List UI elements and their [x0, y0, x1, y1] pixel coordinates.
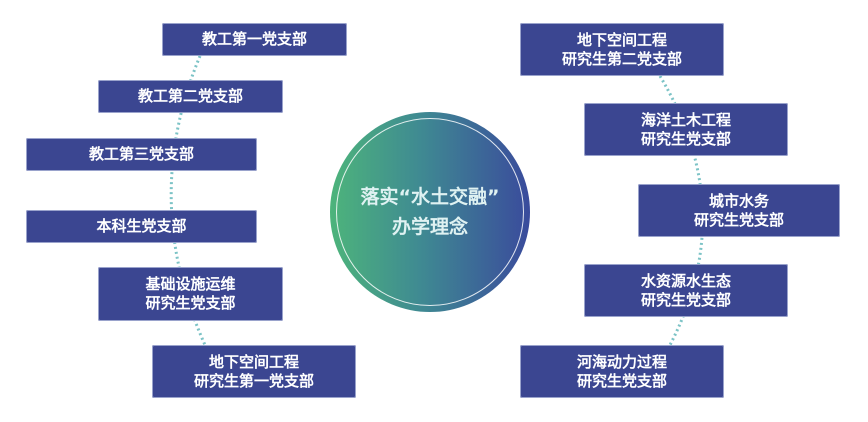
branch-box-right-3: 城市水务研究生党支部 — [638, 184, 840, 237]
branch-label: 教工第一党支部 — [201, 30, 307, 48]
branch-label: 研究生党支部 — [640, 129, 731, 148]
branch-box-right-4: 水资源水生态研究生党支部 — [584, 264, 788, 317]
branch-box-left-1: 教工第一党支部 — [162, 23, 347, 56]
branch-label: 地下空间工程 — [208, 352, 299, 371]
center-concept-circle: 落实“水土交融” 办学理念 — [330, 112, 530, 312]
branch-label: 本科生党支部 — [96, 217, 187, 235]
branch-box-right-1: 地下空间工程研究生第二党支部 — [520, 23, 724, 76]
branch-label: 河海动力过程 — [576, 352, 667, 371]
branch-box-left-6: 地下空间工程研究生第一党支部 — [152, 345, 356, 398]
branch-label: 基础设施运维 — [145, 275, 236, 293]
branch-box-left-2: 教工第二党支部 — [98, 80, 283, 113]
branch-box-left-5: 基础设施运维研究生党支部 — [98, 267, 283, 321]
branch-label: 研究生第二党支部 — [561, 49, 682, 68]
branch-label: 地下空间工程 — [576, 30, 667, 49]
branch-label: 研究生党支部 — [576, 371, 667, 390]
branch-label: 教工第二党支部 — [137, 87, 243, 105]
branch-label: 研究生党支部 — [640, 290, 731, 309]
branch-label: 海洋土木工程 — [640, 110, 731, 129]
branch-label: 研究生党支部 — [693, 210, 784, 229]
center-title-line2: 办学理念 — [391, 216, 468, 238]
branch-label: 城市水务 — [708, 191, 769, 210]
branch-label: 研究生第一党支部 — [193, 371, 314, 390]
branch-box-right-5: 河海动力过程研究生党支部 — [520, 345, 724, 398]
branch-box-right-2: 海洋土木工程研究生党支部 — [584, 103, 788, 156]
center-title-line1: 落实“水土交融” — [360, 186, 500, 208]
branch-box-left-3: 教工第三党支部 — [26, 138, 257, 171]
branch-label: 研究生党支部 — [145, 294, 236, 312]
circle-ring — [336, 118, 524, 306]
branch-box-left-4: 本科生党支部 — [26, 210, 257, 243]
branch-label: 水资源水生态 — [640, 271, 731, 290]
branch-label: 教工第三党支部 — [88, 145, 194, 163]
